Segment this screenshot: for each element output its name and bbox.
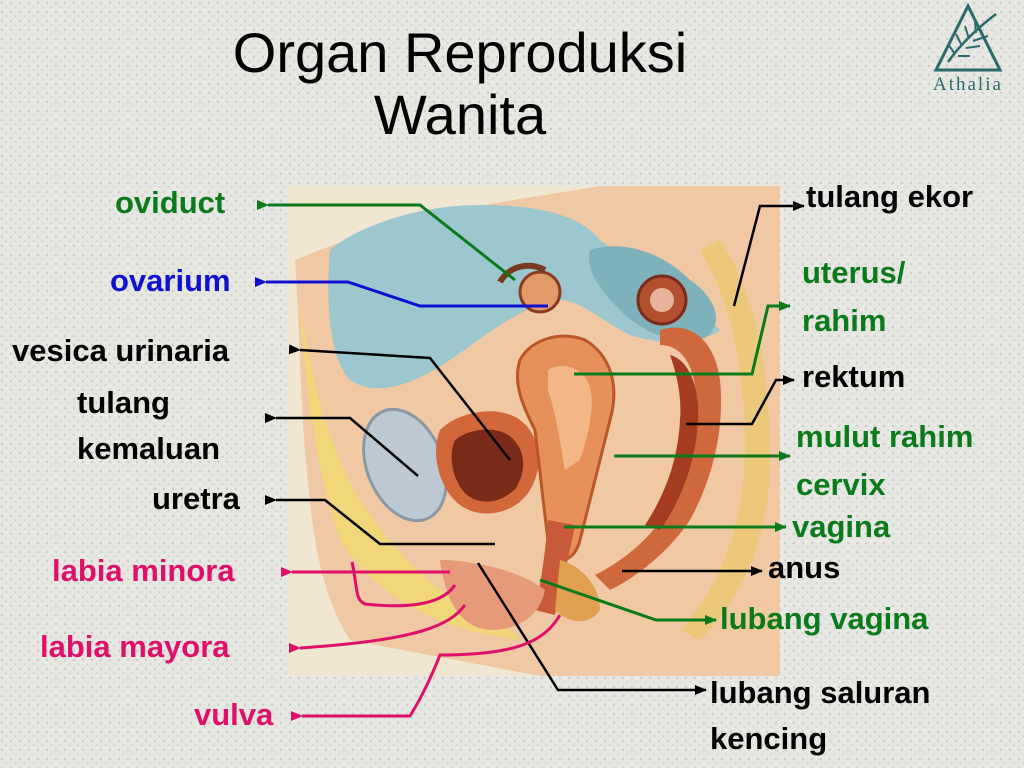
leader-ovarium: [255, 277, 548, 308]
label-cervix: cervix: [796, 467, 886, 502]
label-vagina: vagina: [792, 509, 891, 544]
leader-tulang-ekor: [732, 201, 805, 307]
pelvis-illustration: [288, 186, 780, 676]
label-lubang-vagina: lubang vagina: [720, 601, 929, 636]
label-oviduct: oviduct: [115, 185, 226, 220]
label-ovarium: ovarium: [110, 263, 231, 298]
leader-vesica-urinaria: [288, 344, 511, 461]
logo-text: Athalia: [933, 74, 1003, 95]
leader-lubang-saluran: [476, 562, 707, 695]
label-uterus-2: rahim: [802, 303, 887, 338]
page-title: Organ Reproduksi Wanita: [180, 22, 740, 146]
label-tulang-kemaluan-2: kemaluan: [77, 431, 221, 466]
label-tulang-kemaluan-1: tulang: [77, 385, 170, 420]
title-line-1: Organ Reproduksi: [232, 21, 688, 84]
leader-vulva: [291, 614, 562, 721]
label-vulva: vulva: [194, 697, 274, 732]
label-labia-minora: labia minora: [52, 553, 235, 588]
athalia-logo: [933, 2, 1003, 72]
leader-lubang-vagina: [539, 578, 717, 625]
label-labia-mayora: labia mayora: [40, 629, 230, 664]
leader-rektum: [686, 375, 795, 426]
leader-tulang-kemaluan: [265, 413, 419, 477]
label-anus: anus: [768, 550, 841, 585]
leader-labia-mayora: [299, 561, 467, 650]
leader-lines: [255, 200, 805, 721]
label-uterus-1: uterus/: [802, 255, 906, 290]
label-tulang-ekor: tulang ekor: [806, 179, 974, 214]
label-lubang-saluran-1: lubang saluran: [710, 675, 931, 710]
label-lubang-saluran-2: kencing: [710, 721, 828, 756]
leader-uretra: [265, 495, 495, 546]
label-vesica-urinaria: vesica urinaria: [12, 333, 230, 368]
label-rektum: rektum: [802, 359, 906, 394]
leader-oviduct: [257, 200, 516, 282]
leader-uterus: [574, 301, 791, 376]
label-uretra: uretra: [152, 481, 240, 516]
title-line-2: Wanita: [373, 83, 547, 146]
label-mulut-rahim: mulut rahim: [796, 419, 974, 454]
